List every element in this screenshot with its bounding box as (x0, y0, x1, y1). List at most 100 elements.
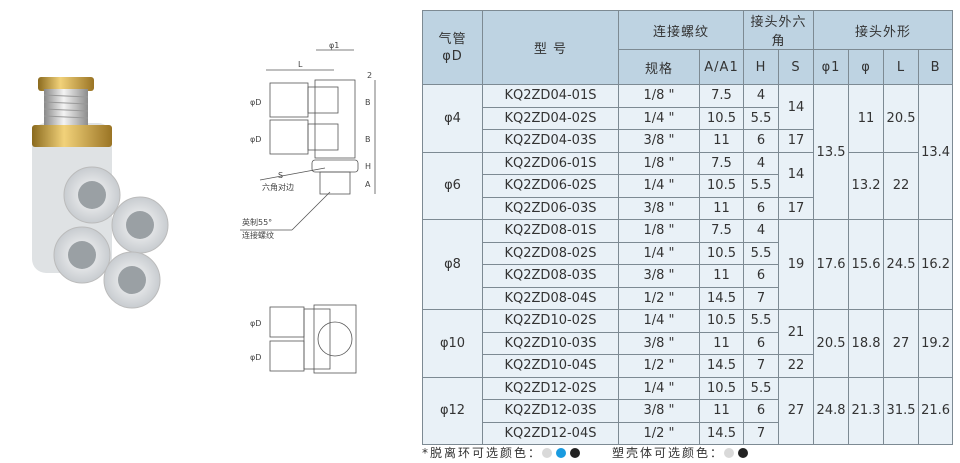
dim-a: A (365, 180, 371, 189)
model-number: KQ2ZD08-02S (482, 241, 619, 265)
dim-h: H (365, 162, 371, 171)
color-options: *脱离环可选颜色： 塑壳体可选颜色： (422, 444, 780, 461)
hex-height: 6 (743, 331, 780, 355)
thread-spec: 1/4 " (618, 174, 700, 198)
header-tube: 气管 φD (422, 10, 483, 85)
dim-b-2: B (365, 135, 371, 144)
hex-height: 5.5 (743, 376, 780, 400)
phi-value: 11 (848, 84, 885, 153)
header-a: A/A1 (698, 49, 745, 85)
side-view-drawing: φ1 L φD φD 2 B B H A S 六角对边 英制55° 连接螺纹 (240, 41, 376, 240)
spec-table: 气管 φD 型 号 连接螺纹 接头外六角 接头外形 规格 A/A1 H S φ1… (422, 10, 954, 445)
thread-spec: 3/8 " (618, 331, 700, 355)
hex-height: 7 (743, 354, 780, 378)
hex-height: 5.5 (743, 309, 780, 333)
thread-label-1: 英制55° (242, 217, 272, 227)
tube-size: φ8 (422, 219, 483, 310)
l-value: 27 (883, 309, 920, 378)
model-number: KQ2ZD08-03S (482, 264, 619, 288)
thread-spec: 1/8 " (618, 219, 700, 243)
hex-height: 6 (743, 129, 780, 153)
thread-spec: 1/4 " (618, 241, 700, 265)
hex-size: 14 (778, 84, 815, 130)
model-number: KQ2ZD08-04S (482, 286, 619, 310)
phi-value: 13.2 (848, 151, 885, 220)
model-number: KQ2ZD12-02S (482, 376, 619, 400)
header-spec: 规格 (618, 49, 700, 85)
l-value: 31.5 (883, 376, 920, 445)
thread-length: 7.5 (698, 151, 745, 175)
dim-l: L (298, 60, 303, 69)
model-number: KQ2ZD06-03S (482, 196, 619, 220)
release-ring-label: *脱离环可选颜色： (422, 446, 543, 460)
dim-b-1: B (365, 98, 371, 107)
thread-length: 10.5 (698, 106, 745, 130)
thread-length: 10.5 (698, 241, 745, 265)
hex-size: 17 (778, 196, 815, 220)
hex-size: 22 (778, 354, 815, 378)
hex-height: 6 (743, 264, 780, 288)
thread-length: 14.5 (698, 421, 745, 445)
b-value: 21.6 (918, 376, 954, 445)
thread-length: 11 (698, 129, 745, 153)
header-h: H (743, 49, 780, 85)
body-colors: 塑壳体可选颜色： (612, 444, 752, 461)
model-number: KQ2ZD10-04S (482, 354, 619, 378)
thread-length: 14.5 (698, 286, 745, 310)
color-swatch-blue (556, 447, 567, 458)
phi-value: 21.3 (848, 376, 885, 445)
header-phi1: φ1 (813, 49, 850, 85)
model-number: KQ2ZD08-01S (482, 219, 619, 243)
tube-size: φ12 (422, 376, 483, 445)
model-number: KQ2ZD12-04S (482, 421, 619, 445)
model-number: KQ2ZD04-02S (482, 106, 619, 130)
thread-spec: 1/8 " (618, 151, 700, 175)
b-value: 13.4 (918, 84, 954, 220)
color-swatch-black (570, 447, 581, 458)
tube-size: φ4 (422, 84, 483, 153)
model-number: KQ2ZD04-01S (482, 84, 619, 108)
l-value: 24.5 (883, 219, 920, 310)
header-b: B (918, 49, 954, 85)
b-value: 16.2 (918, 219, 954, 310)
thread-length: 11 (698, 399, 745, 423)
thread-spec: 3/8 " (618, 196, 700, 220)
dim-phid-2: φD (250, 135, 261, 144)
model-number: KQ2ZD06-01S (482, 151, 619, 175)
l-value: 20.5 (883, 84, 920, 153)
color-swatch-gray (724, 447, 735, 458)
thread-length: 11 (698, 196, 745, 220)
dim-s: S (278, 171, 283, 180)
dim-phid-4: φD (250, 353, 261, 362)
phi-value: 18.8 (848, 309, 885, 378)
thread-length: 10.5 (698, 376, 745, 400)
model-number: KQ2ZD04-03S (482, 129, 619, 153)
hex-size: 14 (778, 151, 815, 198)
hex-size: 27 (778, 376, 815, 445)
thread-length: 10.5 (698, 309, 745, 333)
thread-spec: 1/8 " (618, 84, 700, 108)
dim-phid-1: φD (250, 98, 261, 107)
thread-spec: 3/8 " (618, 264, 700, 288)
dim-phi1: φ1 (329, 41, 339, 50)
hex-height: 7 (743, 421, 780, 445)
product-photo (32, 77, 169, 309)
thread-spec: 1/2 " (618, 286, 700, 310)
b-value: 19.2 (918, 309, 954, 378)
thread-spec: 1/2 " (618, 421, 700, 445)
thread-spec: 1/4 " (618, 376, 700, 400)
thread-length: 14.5 (698, 354, 745, 378)
body-color-label: 塑壳体可选颜色： (612, 446, 725, 460)
thread-spec: 1/2 " (618, 354, 700, 378)
thread-spec: 1/4 " (618, 309, 700, 333)
tube-size: φ10 (422, 309, 483, 378)
